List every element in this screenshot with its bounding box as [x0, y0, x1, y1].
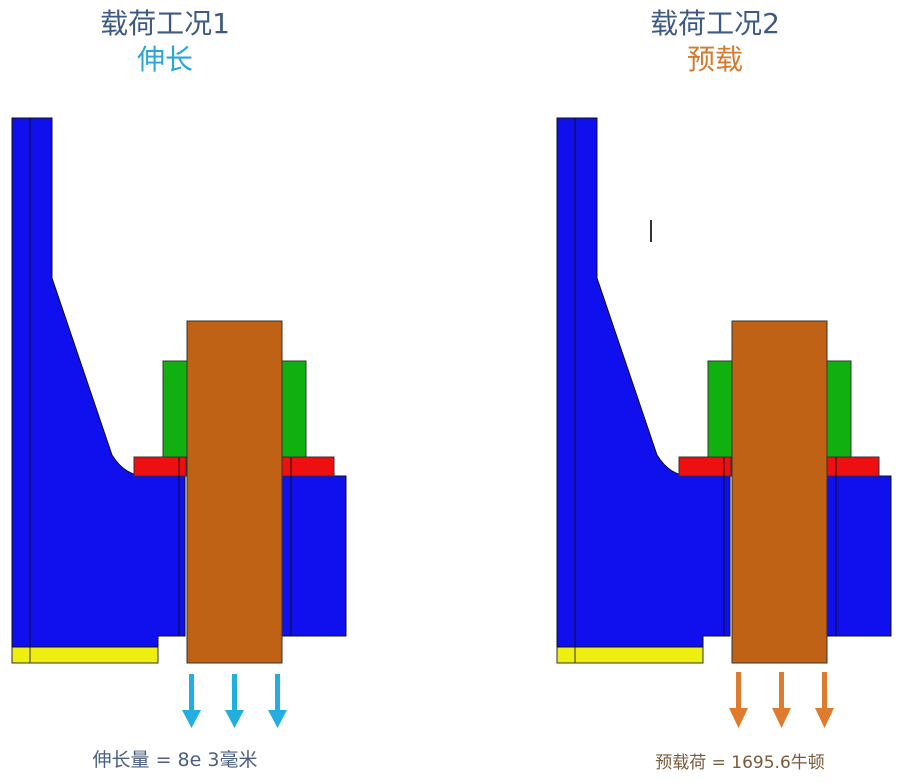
case2-subtitle: 预载 [686, 43, 743, 76]
case1-title: 载荷工况1 [100, 7, 230, 40]
arrow-5 [772, 672, 791, 728]
text-cursor [650, 220, 652, 242]
arrow-3 [268, 674, 287, 728]
arrows-case1 [182, 674, 287, 728]
arrow-2 [225, 674, 244, 728]
arrow-6 [815, 672, 834, 728]
arrow-4 [729, 672, 748, 728]
assembly-case2 [556, 117, 892, 664]
case1-subtitle: 伸长 [136, 43, 193, 76]
arrow-1 [182, 674, 201, 728]
case1-caption: 伸长量 = 8e 3毫米 [92, 749, 258, 771]
assembly-case1 [11, 117, 347, 664]
case2-title: 载荷工况2 [650, 7, 780, 40]
arrows-case2 [729, 672, 834, 728]
case2-caption: 预载荷 = 1695.6牛顿 [655, 753, 825, 773]
